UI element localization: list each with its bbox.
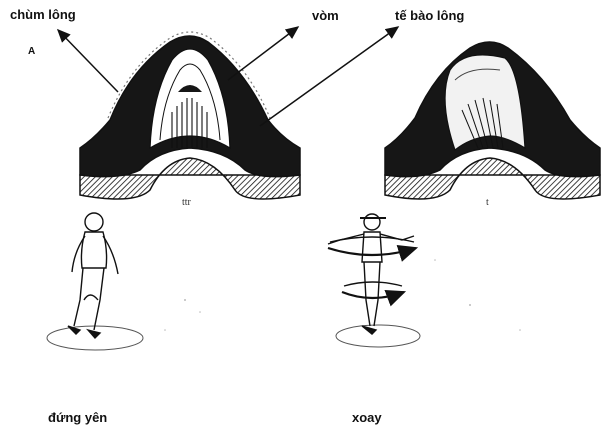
rotation-arrow-icon <box>342 292 404 298</box>
label-hair-cells: tế bào lông <box>395 8 464 23</box>
arrow-icon <box>228 27 298 80</box>
label-cupula-hairs: chùm lông <box>10 7 76 22</box>
label-dome: vòm <box>312 8 339 23</box>
label-standing: đứng yên <box>48 410 107 425</box>
floor-shadow-right <box>336 325 420 347</box>
arrow-icon <box>260 27 398 126</box>
arrow-icon <box>58 30 118 92</box>
rotating-figure <box>328 214 420 347</box>
label-panel-a: A <box>28 46 35 57</box>
svg-text:ttr: ttr <box>182 197 192 208</box>
crista-left: ttr <box>80 32 300 208</box>
svg-text:t: t <box>486 197 489 208</box>
label-rotating: xoay <box>352 410 382 425</box>
standing-figure <box>47 213 143 350</box>
crista-right: t <box>385 42 600 208</box>
